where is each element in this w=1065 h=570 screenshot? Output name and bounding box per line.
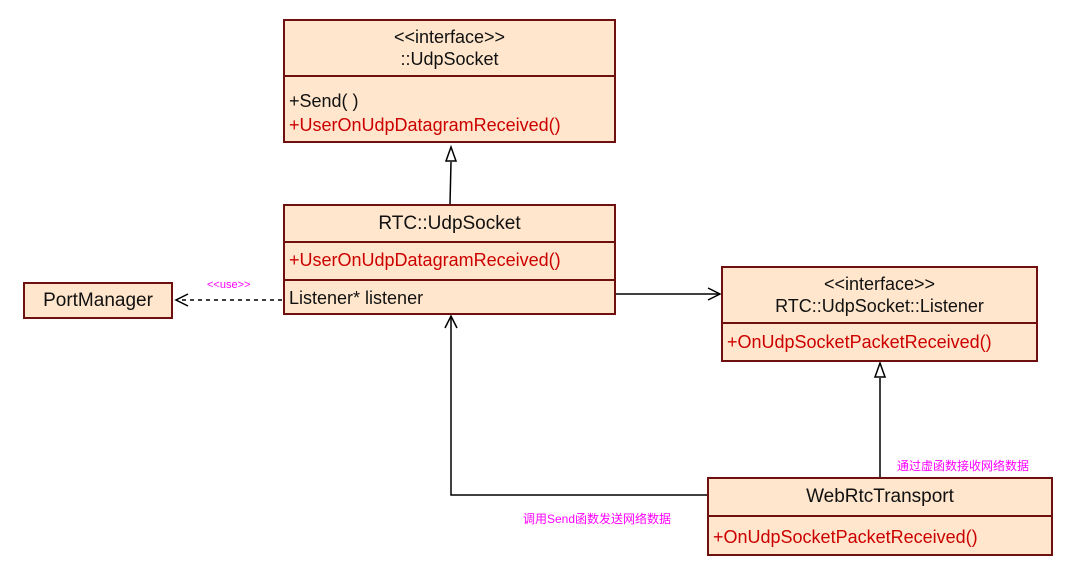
class-header: RTC::UdpSocket: [285, 206, 614, 243]
send-note: 调用Send函数发送网络数据: [523, 512, 672, 526]
class-header: <<interface>> ::UdpSocket: [285, 21, 614, 77]
class-webrtc-transport[interactable]: WebRtcTransport +OnUdpSocketPacketReceiv…: [707, 477, 1053, 556]
method-on-udp-socket-packet-received: +OnUdpSocketPacketReceived(): [713, 527, 978, 547]
method-send: +Send( ): [289, 91, 359, 111]
inheritance-arrowhead-base: [444, 144, 458, 162]
association-line-transport-to-rtc: [450, 316, 707, 496]
class-header: <<interface>> RTC::UdpSocket::Listener: [723, 268, 1036, 324]
class-port-manager[interactable]: PortManager: [23, 282, 173, 319]
stereotype-label: <<interface>>: [393, 27, 506, 47]
methods-section: +Send( ) +UserOnUdpDatagramReceived(): [285, 89, 614, 137]
class-rtc-udp-socket[interactable]: RTC::UdpSocket +UserOnUdpDatagramReceive…: [283, 204, 616, 315]
methods-section: +OnUdpSocketPacketReceived(): [709, 525, 1051, 549]
attributes-section: Listener* listener: [285, 279, 614, 310]
use-label: <<use>>: [207, 279, 251, 291]
class-header: WebRtcTransport: [709, 479, 1051, 517]
class-name: PortManager: [43, 289, 153, 311]
class-name: RTC::UdpSocket::Listener: [775, 296, 984, 316]
receive-note: 通过虚函数接收网络数据: [897, 459, 1030, 473]
class-name: ::UdpSocket: [400, 49, 499, 69]
methods-section: +OnUdpSocketPacketReceived(): [723, 330, 1036, 354]
inheritance-arrowhead-listener: [873, 360, 887, 378]
inheritance-line-rtc-to-base: [449, 161, 452, 205]
class-name: RTC::UdpSocket: [378, 212, 521, 234]
class-base-udp-socket[interactable]: <<interface>> ::UdpSocket +Send( ) +User…: [283, 19, 616, 143]
methods-section: +UserOnUdpDatagramReceived(): [285, 248, 614, 272]
dependency-arrowhead-portmanager: [174, 293, 189, 307]
method-user-on-udp-datagram-received: +UserOnUdpDatagramReceived(): [289, 115, 561, 135]
association-arrowhead-rtc: [444, 314, 458, 329]
class-name: WebRtcTransport: [806, 486, 954, 507]
class-udp-socket-listener[interactable]: <<interface>> RTC::UdpSocket::Listener +…: [721, 266, 1038, 362]
association-arrowhead-listener: [707, 287, 722, 301]
stereotype-label: <<interface>>: [823, 274, 936, 294]
method-user-on-udp-datagram-received: +UserOnUdpDatagramReceived(): [289, 250, 561, 270]
method-on-udp-socket-packet-received: +OnUdpSocketPacketReceived(): [727, 332, 992, 352]
attribute-listener: Listener* listener: [289, 288, 424, 308]
